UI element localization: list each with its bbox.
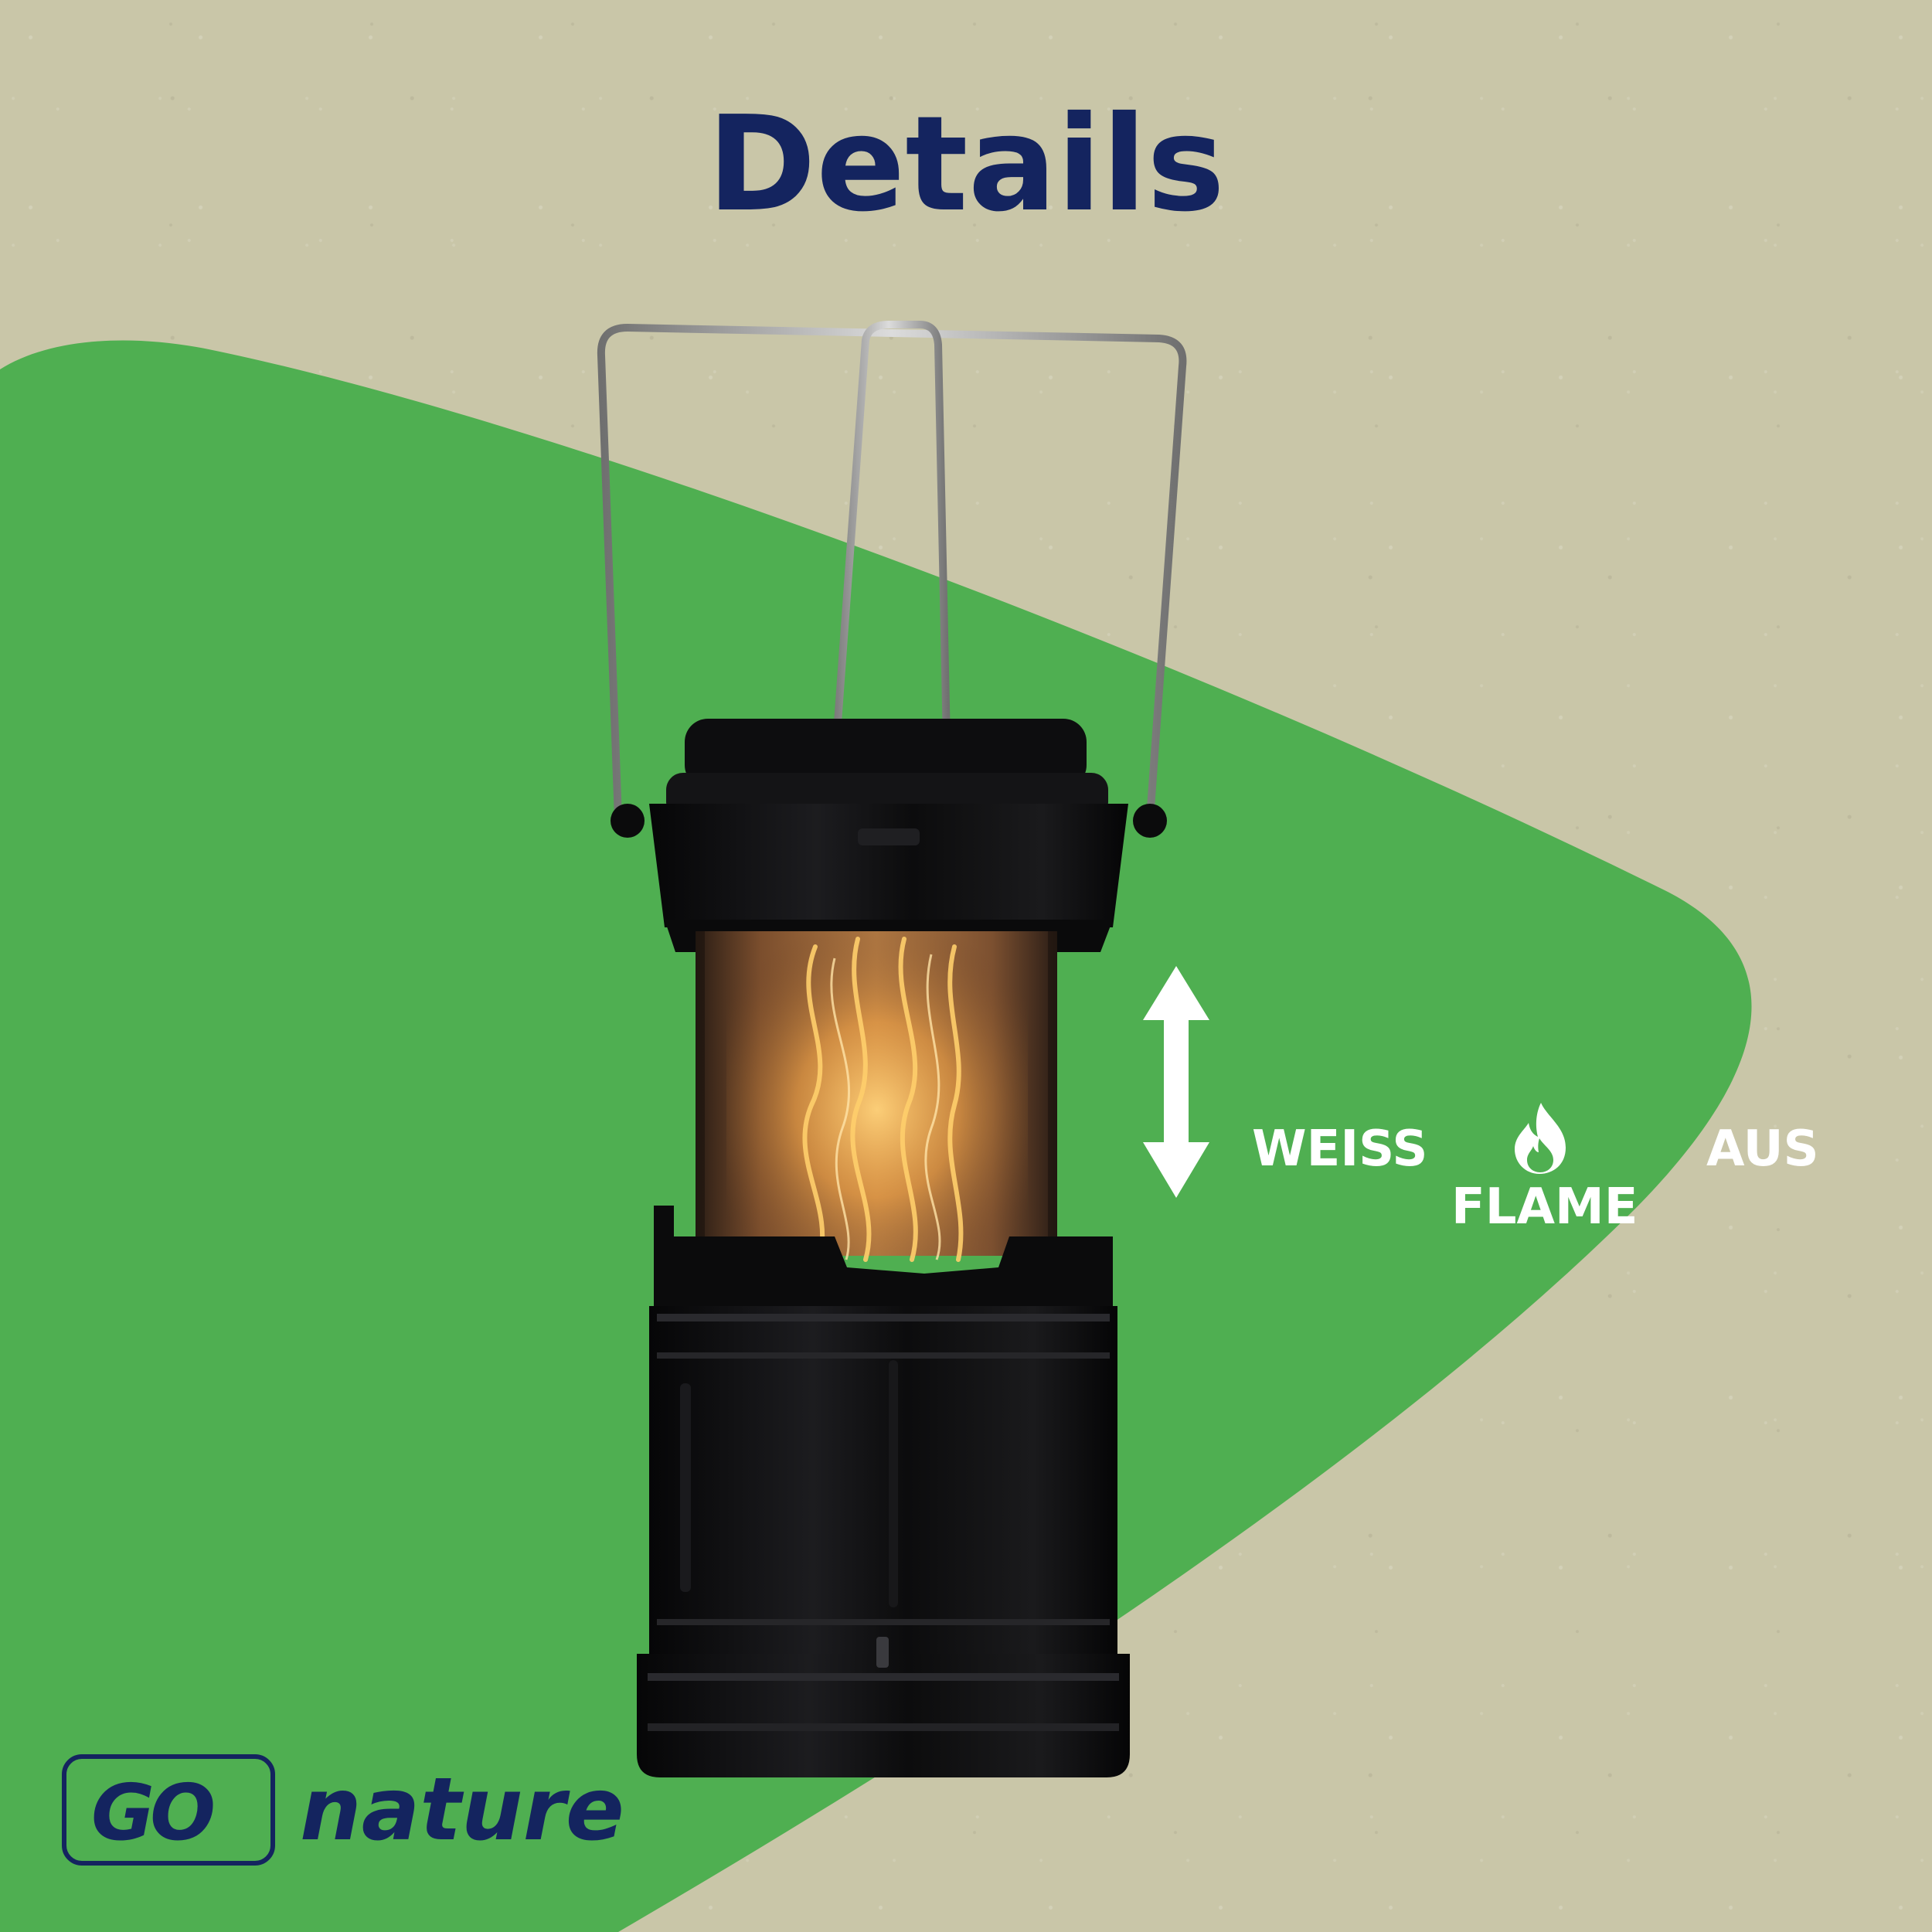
lantern-handle: [597, 321, 1187, 854]
mode-label-flame: FLAME: [1451, 1179, 1638, 1236]
mode-label-white: WEISS: [1252, 1121, 1428, 1178]
lantern-glass: [696, 931, 1057, 1262]
brand-logo-nature: nature: [300, 1760, 624, 1860]
mode-label-off: AUS: [1706, 1121, 1819, 1178]
brand-logo-box: [62, 1754, 275, 1866]
brand-logo: GO nature: [62, 1754, 649, 1870]
page-title: Details: [706, 88, 1226, 241]
lantern-base: [637, 1206, 1130, 1777]
lantern-top-cap: [611, 719, 1167, 952]
double-vertical-arrow-icon: [1143, 966, 1209, 1198]
brand-logo-go: GO: [91, 1767, 216, 1858]
flame-icon: [1515, 1103, 1566, 1174]
